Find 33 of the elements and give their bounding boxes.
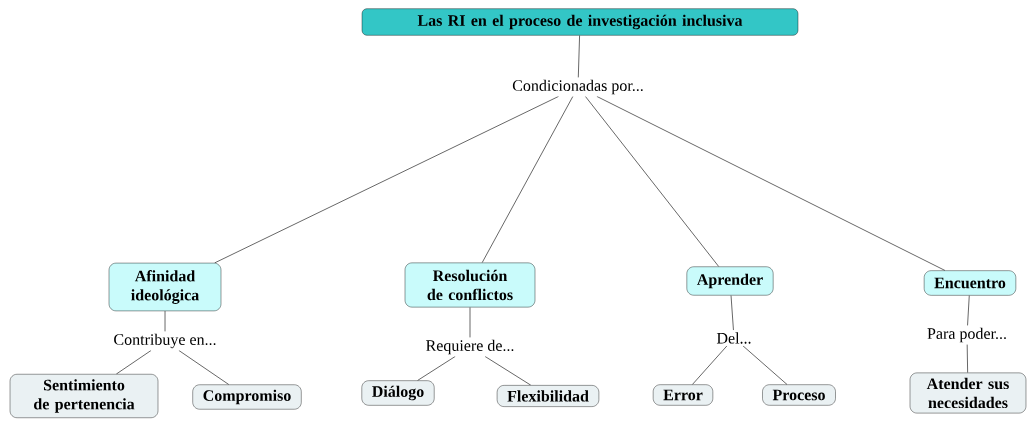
linking-phrase: Contribuye en...: [111, 331, 219, 351]
concept-box: Encuentro: [923, 270, 1017, 296]
connector-line: [585, 96, 719, 267]
leaf-box: Flexibilidad: [496, 385, 600, 407]
linking-phrase: Requiere de...: [423, 337, 517, 357]
concept-box: Resolución de conflictos: [404, 262, 536, 308]
connector-line: [730, 295, 734, 331]
connector-line: [481, 96, 574, 263]
concept-box: Afinidad ideológica: [108, 262, 222, 312]
connector-line: [484, 356, 532, 386]
connector-line: [742, 345, 788, 385]
root-box: Las RI en el proceso de investigación inclusiva: [361, 8, 799, 36]
connector-line: [692, 345, 728, 385]
leaf-box: Sentimiento de pertenencia: [9, 374, 159, 418]
linking-phrase: Del...: [714, 330, 754, 346]
connector-line: [967, 295, 970, 326]
connector-line: [596, 96, 946, 271]
leaf-box: Atender sus necesidades: [909, 372, 1027, 414]
linking-phrase: Condicionadas por...: [510, 77, 646, 97]
linking-phrase: Para poder...: [925, 325, 1009, 345]
leaf-box: Compromiso: [192, 384, 302, 410]
leaf-box: Error: [652, 384, 714, 406]
concept-box: Aprender: [686, 266, 774, 296]
connector-line: [164, 310, 166, 332]
connector-line: [469, 307, 471, 338]
leaf-box: Proceso: [762, 384, 836, 406]
connector-line: [578, 35, 580, 78]
connector-line: [178, 350, 230, 385]
connector-line: [116, 350, 152, 375]
leaf-box: Diálogo: [361, 380, 435, 406]
connector-line: [214, 96, 559, 264]
connector-line: [417, 356, 456, 381]
connector-line: [966, 344, 968, 373]
